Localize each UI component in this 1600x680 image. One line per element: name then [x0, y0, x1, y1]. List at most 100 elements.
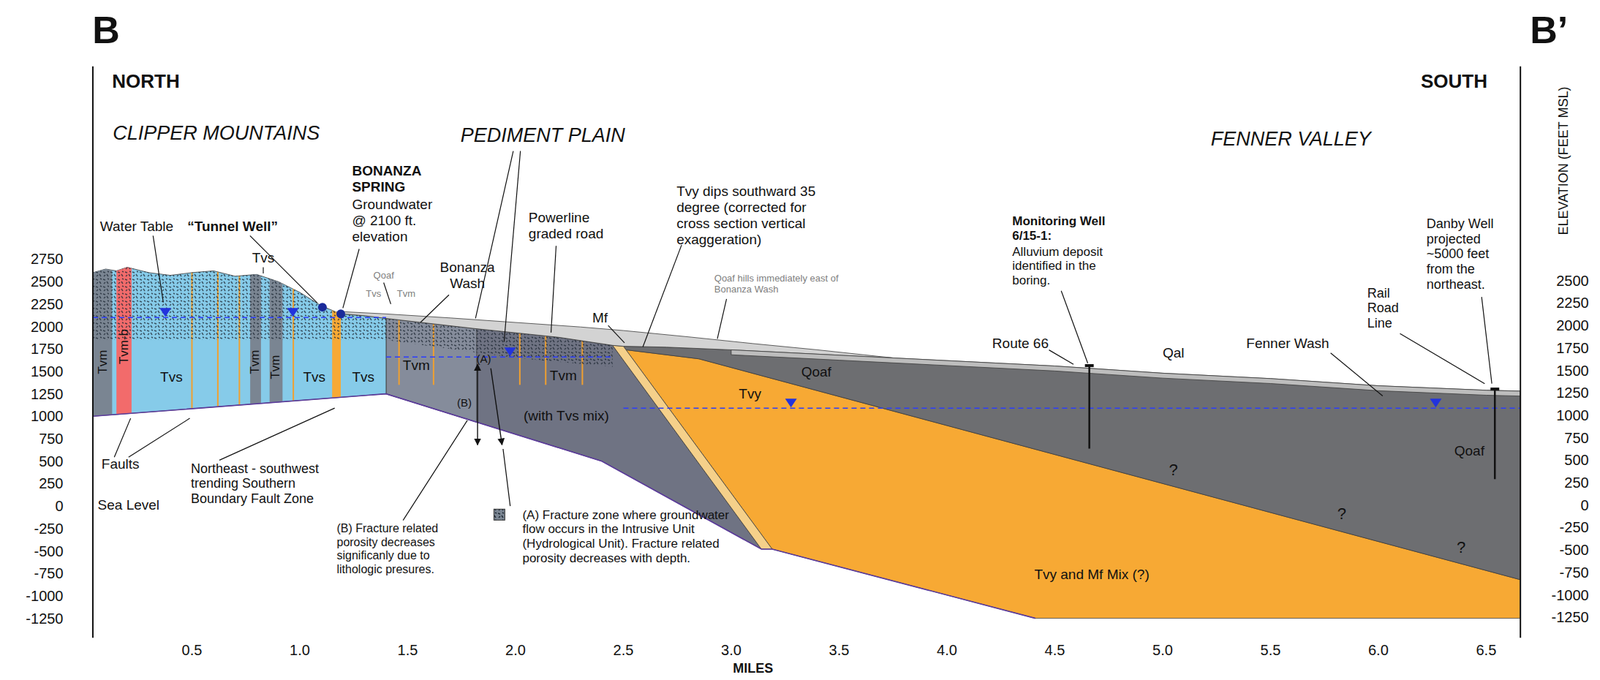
note: Tvy dips southward 35 degree (corrected … — [676, 183, 834, 248]
well-cap — [1085, 364, 1094, 368]
pointer-arrow — [490, 368, 502, 446]
dimension-arrow — [476, 364, 478, 445]
fracture-icon — [493, 508, 505, 520]
axis-label: 1.5 — [397, 641, 419, 659]
unit-label: Tvs — [351, 369, 375, 386]
unit-label: Tvy and Mf Mix (?) — [1034, 566, 1149, 583]
label: Faults — [101, 456, 140, 473]
water-level-symbol — [785, 398, 798, 408]
axis-label: 1500 — [1556, 361, 1590, 379]
unit-label: Qoaf — [1454, 443, 1485, 460]
axis-label: 5.5 — [1260, 641, 1282, 659]
axis-label: -500 — [33, 542, 63, 560]
unit-strip — [331, 0, 341, 680]
region-name: PEDIMENT PLAIN — [460, 124, 626, 147]
tunnel-well-dot — [318, 302, 327, 312]
axis-label: 2250 — [30, 295, 64, 313]
leader-line — [402, 420, 468, 521]
unit-label: Tvs — [365, 288, 381, 300]
label: Bonanza Wash — [438, 259, 497, 292]
region-name: CLIPPER MOUNTAINS — [112, 122, 320, 145]
leader-line — [262, 267, 264, 274]
label: Water Table — [100, 218, 174, 235]
query-mark: ? — [1337, 505, 1347, 524]
callout-note: (A) Fracture zone where groundwater flow… — [522, 508, 736, 566]
unit-strip — [269, 0, 283, 680]
unit-label: (with Tvs mix) — [523, 408, 610, 425]
axis-label: -250 — [1559, 519, 1590, 537]
axis-label: 1750 — [30, 340, 64, 358]
query-mark: ? — [1169, 461, 1179, 480]
axis-label: 750 — [1564, 429, 1589, 447]
axis-label: 2750 — [30, 250, 64, 268]
label: Fenner Wash — [1246, 335, 1329, 352]
contact-line — [92, 394, 1036, 619]
water-level-symbol — [159, 307, 172, 317]
axis-label: 6.0 — [1368, 641, 1389, 659]
leader-line — [420, 294, 449, 323]
direction-label: NORTH — [111, 70, 180, 93]
axis-title: ELEVATION (FEET MSL) — [1555, 87, 1571, 236]
leader-line — [1048, 350, 1073, 365]
label: “Tunnel Well” — [187, 218, 278, 235]
leader-line — [717, 299, 727, 339]
leader-line — [342, 248, 360, 308]
axis-label: -1000 — [25, 587, 63, 605]
leader-line — [1061, 291, 1088, 364]
axis-label: -1000 — [1551, 586, 1589, 604]
water-level-symbol — [504, 347, 517, 357]
axis-label: 0.5 — [182, 641, 203, 659]
axis-label: 1250 — [30, 385, 64, 403]
callout-letter: (A) — [476, 353, 491, 366]
leader-line — [1330, 353, 1383, 397]
unit-label: Tvm — [549, 367, 577, 384]
axis-label: 2500 — [30, 273, 64, 291]
unit-label: Tvs — [160, 369, 183, 386]
frame-line — [1519, 66, 1522, 638]
unit-label: Tvm — [402, 357, 430, 374]
unit-label: Tvy — [738, 386, 762, 403]
callout-letter: (B) — [457, 397, 472, 410]
leader-line — [551, 245, 557, 333]
axis-label: 1000 — [30, 408, 64, 425]
leader-line — [608, 325, 625, 343]
axis-label: -250 — [33, 519, 63, 537]
unit-label: Mf — [592, 310, 608, 327]
leader-line — [128, 418, 191, 458]
spring-dot — [336, 309, 346, 319]
section-letter: B’ — [1529, 8, 1568, 53]
well-cap — [1490, 387, 1500, 391]
axis-label: 1.0 — [289, 641, 311, 659]
axis-label: 4.0 — [936, 641, 958, 659]
leader-line — [383, 282, 392, 305]
axis-label: -750 — [1559, 563, 1590, 581]
direction-label: SOUTH — [1420, 70, 1488, 93]
leader-line — [114, 418, 131, 458]
unit-label: Tvm — [247, 350, 263, 375]
axis-label: 2000 — [30, 318, 64, 335]
label: BONANZA SPRING — [351, 163, 447, 196]
axis-label: 5.0 — [1152, 641, 1173, 659]
unit-strip — [250, 0, 262, 680]
leader-line — [1481, 296, 1492, 384]
fracture-icon-bg — [493, 508, 505, 520]
leader-line — [642, 244, 682, 348]
qoaf-hills — [342, 311, 893, 358]
axis-label: 250 — [38, 475, 63, 493]
danby-well — [1493, 390, 1497, 479]
axis-label: 1750 — [1556, 339, 1590, 357]
unit-label: Tvs — [302, 369, 326, 386]
axis-label: -750 — [33, 565, 63, 583]
leader-line — [219, 408, 335, 460]
callout-note: (B) Fracture related porosity decreases … — [336, 522, 461, 577]
unit-label: Tvm — [95, 350, 111, 375]
axis-label: 3.0 — [721, 641, 742, 659]
leader-line — [1400, 333, 1486, 384]
axis-label: 2.0 — [505, 641, 526, 659]
unit-label: Qoaf — [801, 364, 832, 381]
axis-label: 6.5 — [1476, 641, 1497, 659]
axis-label: -1250 — [1551, 609, 1589, 626]
